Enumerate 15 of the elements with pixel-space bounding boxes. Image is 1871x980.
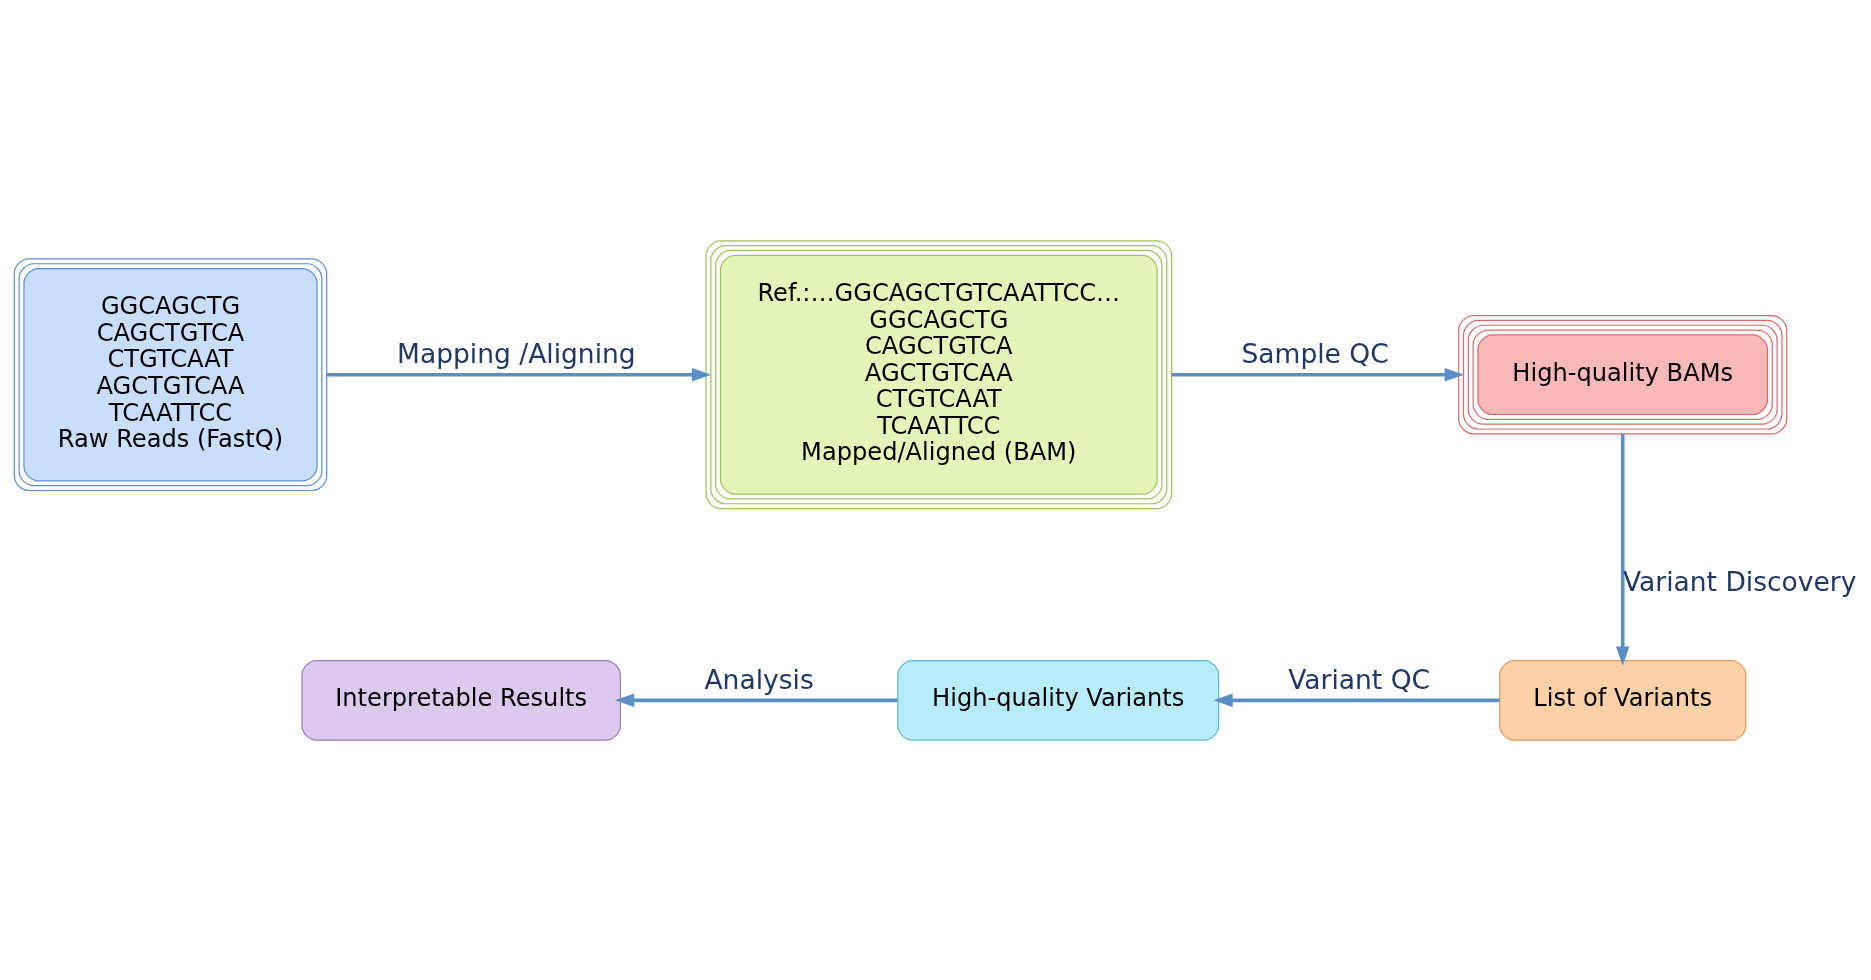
node-box: Interpretable Results — [301, 659, 621, 741]
node-box: GGCAGCTG CAGCTGTCA CTGTCAAT AGCTGTCAA TCAATTCC Raw Reads (FastQ) — [13, 257, 328, 491]
node-box: High-quality Variants — [897, 659, 1220, 741]
edge-label: Mapping /Aligning — [397, 337, 636, 369]
edge-label: Sample QC — [1241, 337, 1389, 369]
edge-label: Variant QC — [1288, 663, 1431, 695]
arrow — [1171, 367, 1464, 381]
node-box: List of Variants — [1499, 659, 1747, 741]
arrow — [326, 367, 712, 381]
node-box: Ref.:…GGCAGCTGTCAATTCC… GGCAGCTG CAGCTGTCA AGCTGTCAA CTGTCAAT TCAATTCC Mapped/Aligned (BAM) — [705, 239, 1173, 509]
edge-label: Analysis — [704, 663, 814, 695]
arrow — [1213, 693, 1500, 707]
node-box: High-quality BAMs — [1458, 314, 1788, 434]
arrow — [1615, 433, 1630, 666]
arrow — [614, 693, 898, 707]
